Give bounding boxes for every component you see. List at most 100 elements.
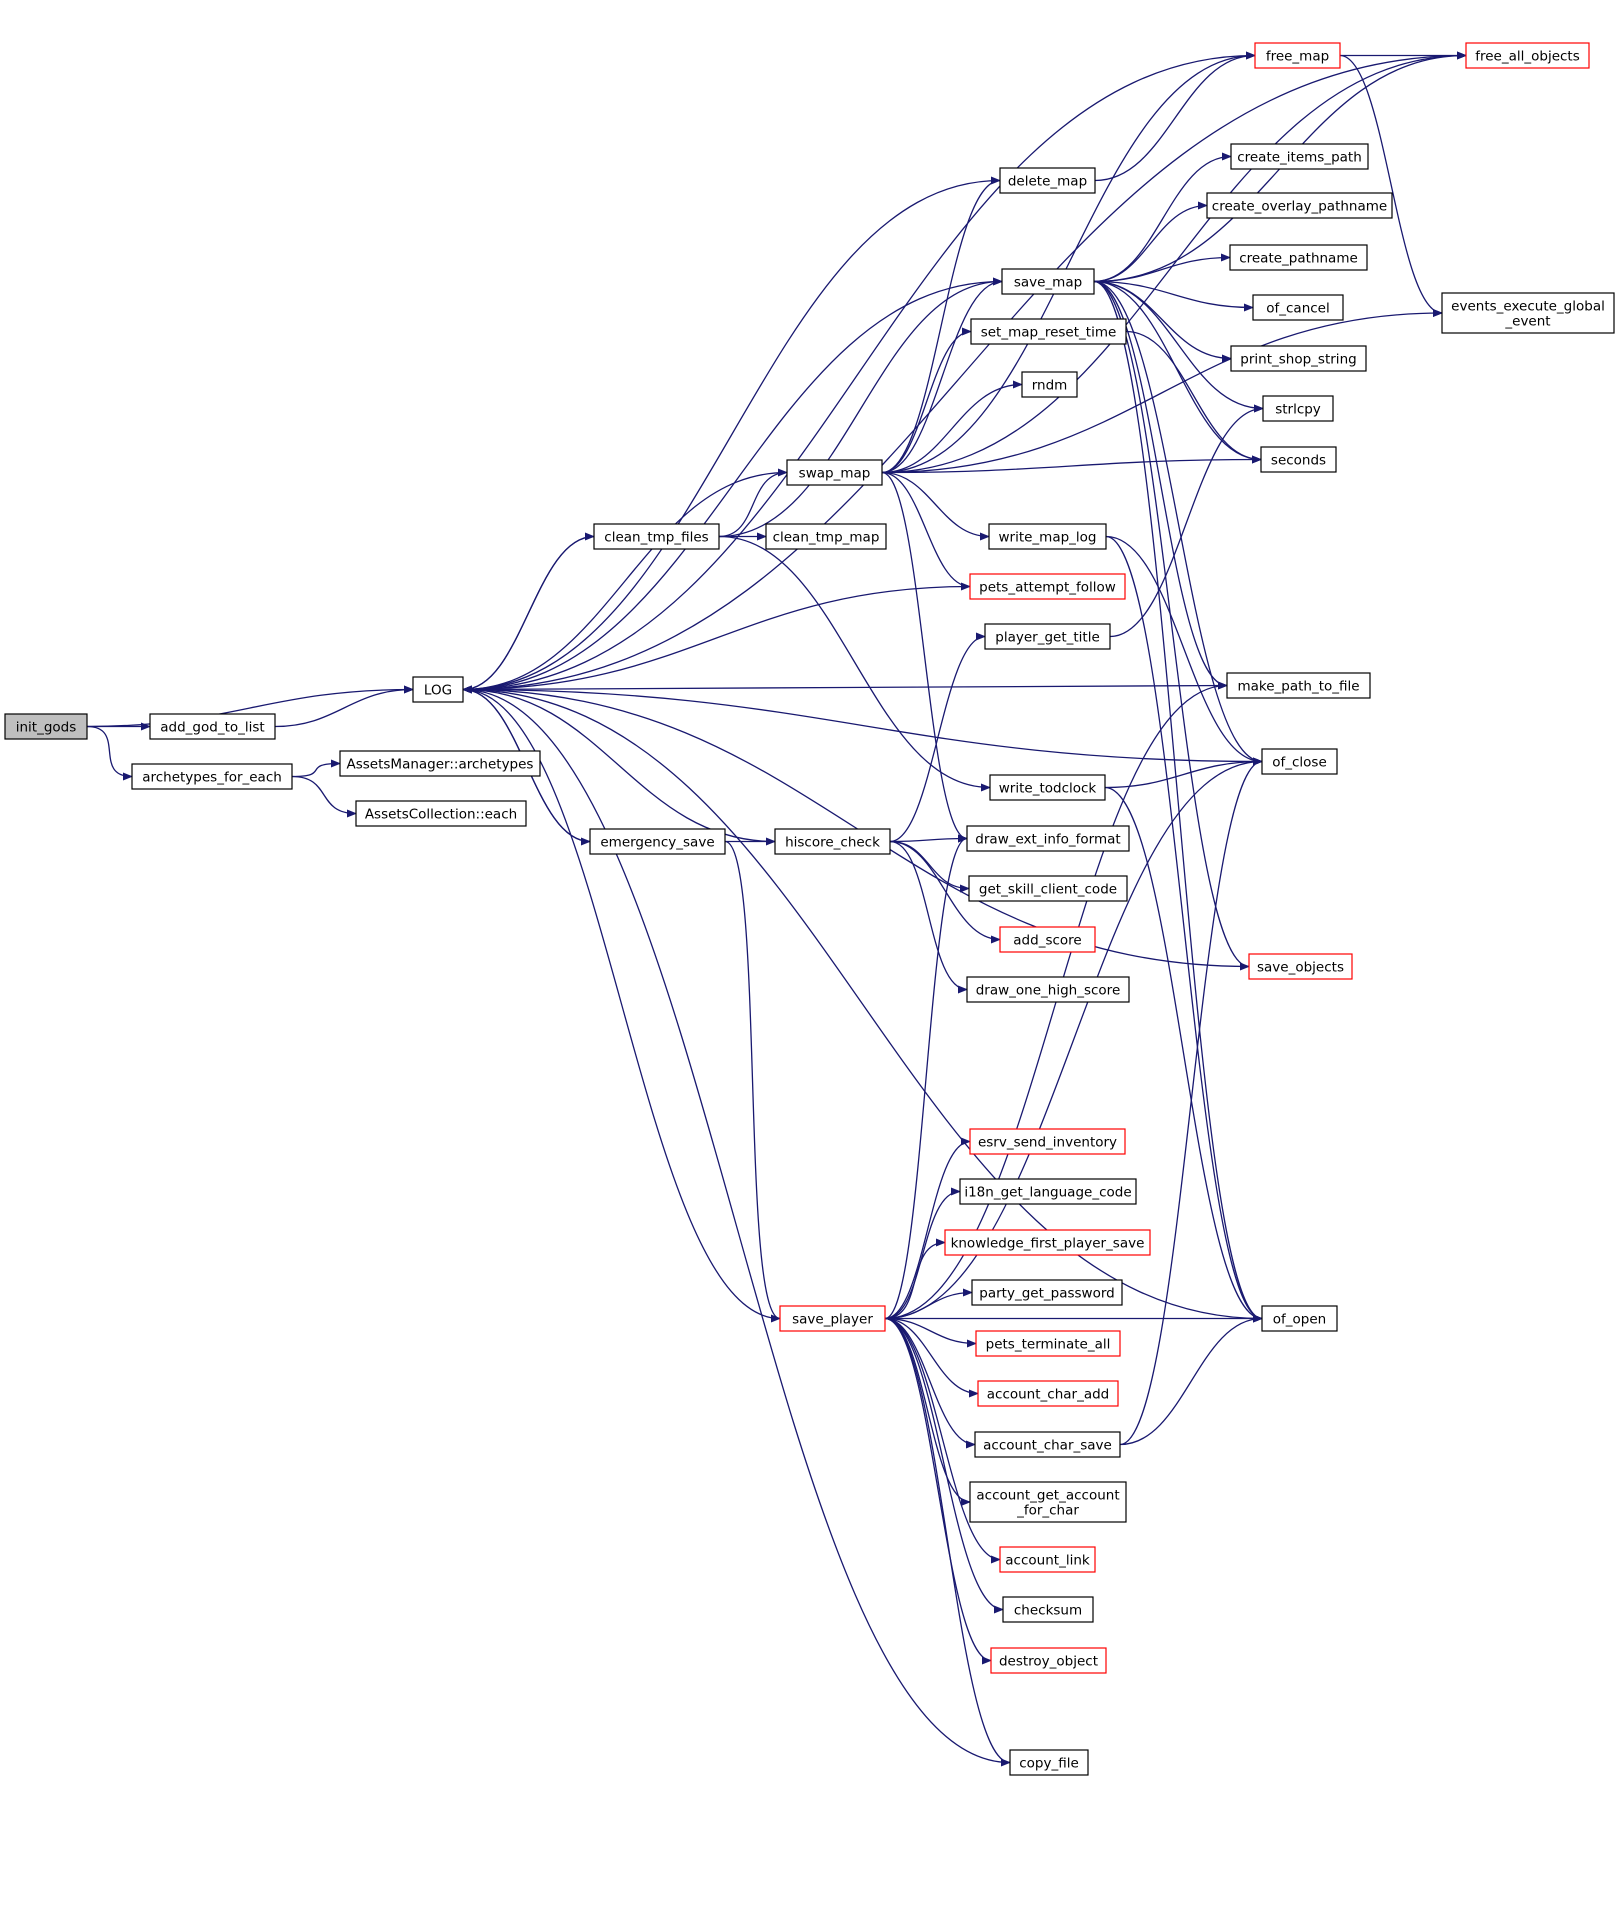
node-ac_each[interactable]: AssetsCollection::each [355, 800, 527, 827]
node-box-add_god_to_list[interactable] [149, 713, 276, 740]
node-box-pets_attempt_follow[interactable] [969, 573, 1126, 600]
node-box-rndm[interactable] [1021, 371, 1078, 398]
node-party_get_password[interactable]: party_get_password [971, 1279, 1123, 1306]
node-clean_tmp_map[interactable]: clean_tmp_map [765, 523, 887, 550]
node-box-set_map_reset_time[interactable] [970, 318, 1127, 345]
node-box-create_pathname[interactable] [1229, 244, 1368, 271]
node-account_link[interactable]: account_link [999, 1546, 1096, 1573]
node-box-swap_map[interactable] [786, 459, 883, 486]
node-box-clean_tmp_files[interactable] [593, 523, 720, 550]
node-destroy_object[interactable]: destroy_object [990, 1647, 1107, 1674]
node-box-archetypes_for_each[interactable] [131, 763, 293, 790]
node-hiscore_check[interactable]: hiscore_check [774, 828, 891, 855]
node-strlcpy[interactable]: strlcpy [1262, 395, 1334, 422]
node-box-of_open[interactable] [1261, 1305, 1338, 1332]
node-draw_one_high_score[interactable]: draw_one_high_score [966, 976, 1130, 1003]
node-events_execute_global_event[interactable]: events_execute_global_event [1441, 292, 1615, 334]
node-esrv_send_inventory[interactable]: esrv_send_inventory [969, 1128, 1126, 1155]
node-box-create_overlay_pathname[interactable] [1206, 192, 1393, 219]
node-create_overlay_pathname[interactable]: create_overlay_pathname [1206, 192, 1393, 219]
node-of_close[interactable]: of_close [1261, 748, 1338, 775]
node-box-pets_terminate_all[interactable] [975, 1330, 1121, 1357]
node-add_score[interactable]: add_score [999, 926, 1096, 953]
node-draw_ext_info_format[interactable]: draw_ext_info_format [966, 825, 1130, 852]
node-print_shop_string[interactable]: print_shop_string [1230, 345, 1367, 372]
node-box-draw_ext_info_format[interactable] [966, 825, 1130, 852]
node-box-party_get_password[interactable] [971, 1279, 1123, 1306]
node-LOG[interactable]: LOG [412, 676, 464, 703]
node-free_all_objects[interactable]: free_all_objects [1465, 42, 1590, 69]
node-box-write_todclock[interactable] [989, 774, 1106, 801]
node-checksum[interactable]: checksum [1002, 1596, 1094, 1623]
node-box-account_char_add[interactable] [977, 1380, 1119, 1407]
node-account_char_save[interactable]: account_char_save [974, 1431, 1121, 1458]
node-box-make_path_to_file[interactable] [1226, 672, 1371, 699]
node-knowledge_first_player_save[interactable]: knowledge_first_player_save [944, 1229, 1151, 1256]
node-box-account_get_account_for_char[interactable] [969, 1481, 1127, 1523]
node-box-strlcpy[interactable] [1262, 395, 1334, 422]
node-set_map_reset_time[interactable]: set_map_reset_time [970, 318, 1127, 345]
node-player_get_title[interactable]: player_get_title [984, 623, 1111, 650]
node-box-free_map[interactable] [1254, 42, 1341, 69]
node-rndm[interactable]: rndm [1021, 371, 1078, 398]
node-account_char_add[interactable]: account_char_add [977, 1380, 1119, 1407]
node-box-checksum[interactable] [1002, 1596, 1094, 1623]
node-box-write_map_log[interactable] [988, 523, 1107, 550]
node-init_gods[interactable]: init_gods [4, 713, 88, 740]
node-box-save_player[interactable] [779, 1305, 886, 1332]
node-pets_terminate_all[interactable]: pets_terminate_all [975, 1330, 1121, 1357]
node-clean_tmp_files[interactable]: clean_tmp_files [593, 523, 720, 550]
node-box-account_char_save[interactable] [974, 1431, 1121, 1458]
node-copy_file[interactable]: copy_file [1009, 1749, 1089, 1776]
node-of_open[interactable]: of_open [1261, 1305, 1338, 1332]
node-box-ac_each[interactable] [355, 800, 527, 827]
node-box-of_cancel[interactable] [1252, 294, 1344, 321]
node-box-events_execute_global_event[interactable] [1441, 292, 1615, 334]
node-create_pathname[interactable]: create_pathname [1229, 244, 1368, 271]
node-box-init_gods[interactable] [4, 713, 88, 740]
node-get_skill_client_code[interactable]: get_skill_client_code [968, 875, 1128, 902]
node-box-copy_file[interactable] [1009, 1749, 1089, 1776]
node-box-delete_map[interactable] [999, 167, 1096, 194]
node-box-save_objects[interactable] [1248, 953, 1353, 980]
node-add_god_to_list[interactable]: add_god_to_list [149, 713, 276, 740]
node-create_items_path[interactable]: create_items_path [1230, 143, 1369, 170]
node-emergency_save[interactable]: emergency_save [589, 828, 726, 855]
node-box-account_link[interactable] [999, 1546, 1096, 1573]
node-box-save_map[interactable] [1001, 268, 1095, 295]
node-box-get_skill_client_code[interactable] [968, 875, 1128, 902]
node-box-esrv_send_inventory[interactable] [969, 1128, 1126, 1155]
node-pets_attempt_follow[interactable]: pets_attempt_follow [969, 573, 1126, 600]
node-box-add_score[interactable] [999, 926, 1096, 953]
node-box-emergency_save[interactable] [589, 828, 726, 855]
node-make_path_to_file[interactable]: make_path_to_file [1226, 672, 1371, 699]
node-swap_map[interactable]: swap_map [786, 459, 883, 486]
node-box-print_shop_string[interactable] [1230, 345, 1367, 372]
node-save_objects[interactable]: save_objects [1248, 953, 1353, 980]
node-box-free_all_objects[interactable] [1465, 42, 1590, 69]
node-box-draw_one_high_score[interactable] [966, 976, 1130, 1003]
node-seconds[interactable]: seconds [1260, 446, 1337, 473]
node-box-i18n_get_language_code[interactable] [959, 1178, 1137, 1205]
node-box-LOG[interactable] [412, 676, 464, 703]
node-box-of_close[interactable] [1261, 748, 1338, 775]
node-archetypes_for_each[interactable]: archetypes_for_each [131, 763, 293, 790]
node-i18n_get_language_code[interactable]: i18n_get_language_code [959, 1178, 1137, 1205]
node-box-clean_tmp_map[interactable] [765, 523, 887, 550]
node-free_map[interactable]: free_map [1254, 42, 1341, 69]
node-account_get_account_for_char[interactable]: account_get_account_for_char [969, 1481, 1127, 1523]
node-save_player[interactable]: save_player [779, 1305, 886, 1332]
node-am_archetypes[interactable]: AssetsManager::archetypes [339, 750, 541, 777]
node-box-create_items_path[interactable] [1230, 143, 1369, 170]
node-write_todclock[interactable]: write_todclock [989, 774, 1106, 801]
node-of_cancel[interactable]: of_cancel [1252, 294, 1344, 321]
node-box-player_get_title[interactable] [984, 623, 1111, 650]
node-delete_map[interactable]: delete_map [999, 167, 1096, 194]
node-box-seconds[interactable] [1260, 446, 1337, 473]
node-box-hiscore_check[interactable] [774, 828, 891, 855]
node-write_map_log[interactable]: write_map_log [988, 523, 1107, 550]
node-save_map[interactable]: save_map [1001, 268, 1095, 295]
node-box-destroy_object[interactable] [990, 1647, 1107, 1674]
node-box-am_archetypes[interactable] [339, 750, 541, 777]
node-box-knowledge_first_player_save[interactable] [944, 1229, 1151, 1256]
